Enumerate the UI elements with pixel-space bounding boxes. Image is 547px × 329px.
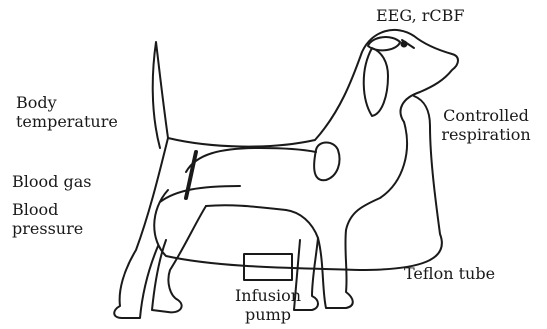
infusion-pump-line-1: Infusion — [222, 286, 314, 305]
blood-gas-label: Blood gas — [12, 172, 91, 191]
catheter-line — [186, 152, 196, 198]
dog-ear — [364, 48, 388, 116]
blood-pressure-label: Blood pressure — [12, 200, 83, 238]
body-temperature-line-2: temperature — [16, 112, 118, 131]
eeg-electrode — [368, 37, 400, 50]
controlled-respiration-label: Controlled respiration — [430, 106, 542, 144]
infusion-pump-line-2: pump — [222, 305, 314, 324]
vessel-tube — [186, 148, 316, 172]
vessel-tube-lower — [160, 186, 240, 202]
body-temperature-line-1: Body — [16, 93, 118, 112]
teflon-tube-label: Teflon tube — [404, 264, 495, 283]
controlled-respiration-line-2: respiration — [430, 125, 542, 144]
dog-belly — [206, 205, 286, 210]
blood-pressure-line-2: pressure — [12, 219, 83, 238]
dog-tail — [153, 42, 168, 148]
body-temperature-label: Body temperature — [16, 93, 118, 131]
infusion-pump-label: Infusion pump — [222, 286, 314, 324]
blood-pressure-line-1: Blood — [12, 200, 83, 219]
dog-hind-leg-rear — [114, 138, 168, 318]
teflon-tube-loop — [154, 96, 442, 270]
eeg-rcbf-label: EEG, rCBF — [376, 6, 465, 25]
heart-organ — [314, 143, 339, 181]
controlled-respiration-line-1: Controlled — [430, 106, 542, 125]
